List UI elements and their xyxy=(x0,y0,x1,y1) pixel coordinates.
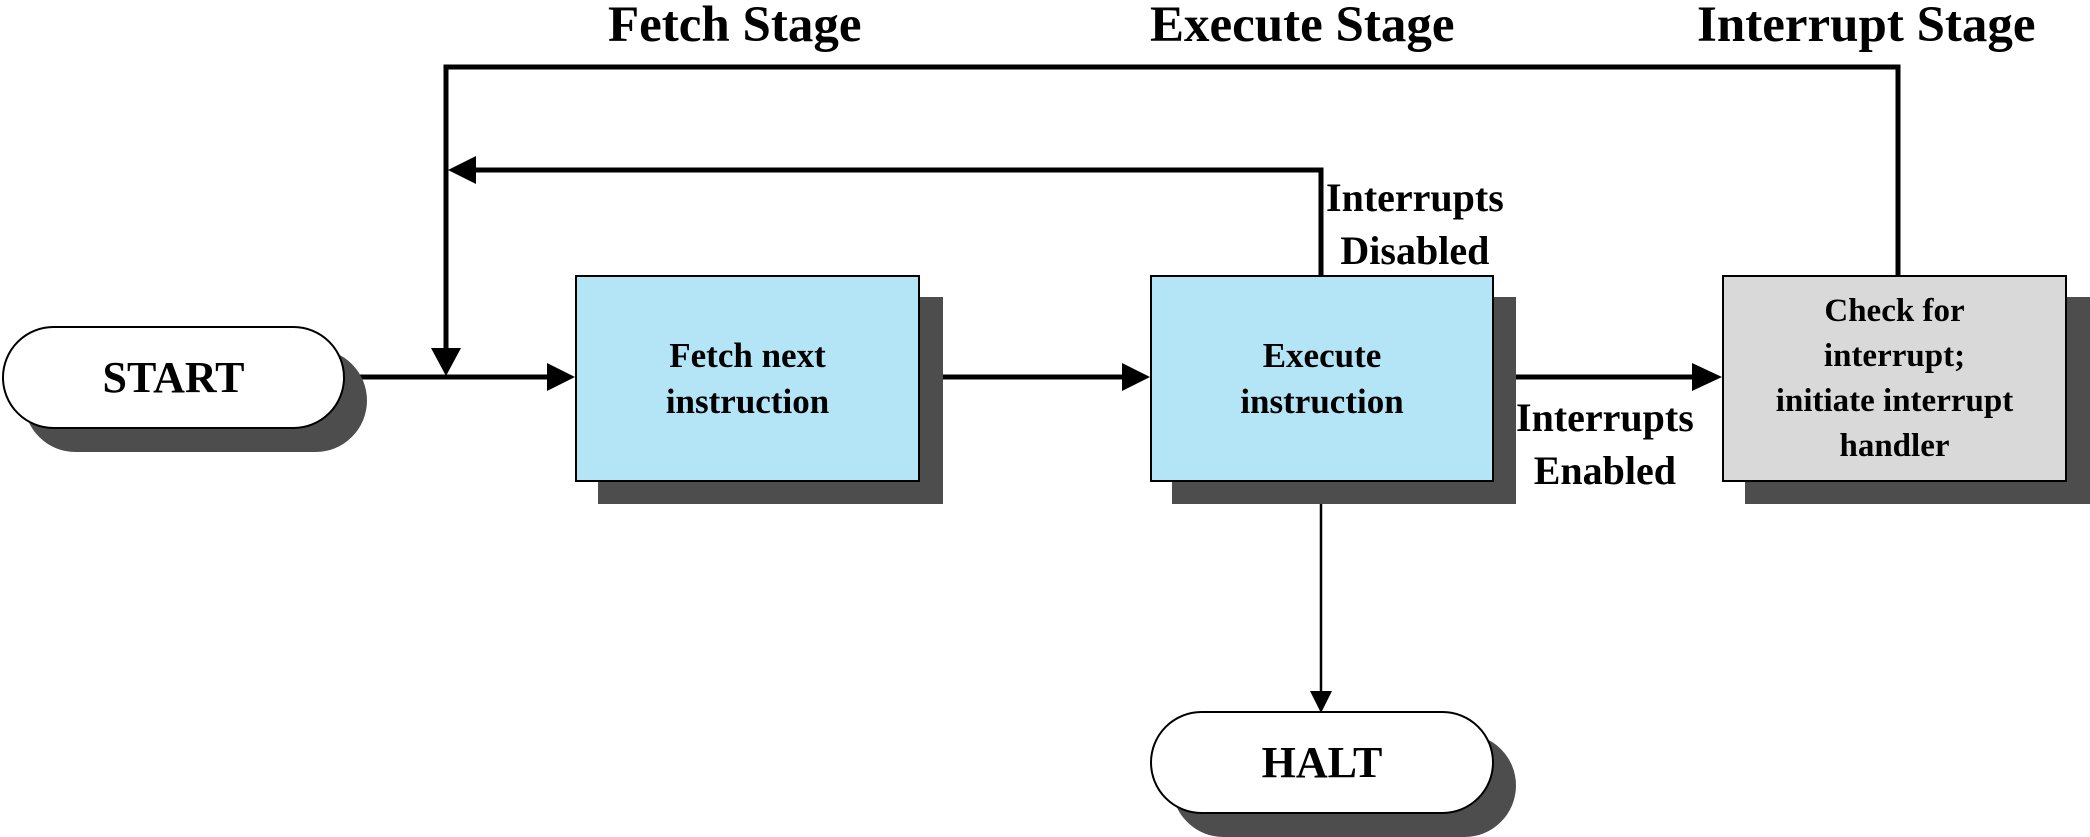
disabled-return-connector xyxy=(474,167,1324,275)
interrupts-disabled-label: Interrupts Disabled xyxy=(1326,175,1504,273)
arrowhead-disabled-return xyxy=(448,156,476,184)
interrupt-node: Check for interrupt; initiate interrupt … xyxy=(1722,275,2067,482)
arrowhead-merge xyxy=(431,348,461,376)
fetch-node: Fetch next instruction xyxy=(575,275,920,482)
interrupt-label: Check for interrupt; initiate interrupt … xyxy=(1775,292,2014,464)
execute-stage-title: Execute Stage xyxy=(1150,0,1455,53)
start-label: START xyxy=(102,353,245,402)
halt-node: HALT xyxy=(1150,711,1494,814)
execute-node: Execute instruction xyxy=(1150,275,1494,482)
interrupts-enabled-label: Interrupts Enabled xyxy=(1516,395,1694,493)
arrowhead-fetch xyxy=(547,363,575,391)
arrowhead-execute xyxy=(1122,363,1150,391)
halt-label: HALT xyxy=(1261,738,1383,787)
arrowhead-halt xyxy=(1310,691,1332,713)
execute-label: Execute instruction xyxy=(1240,335,1404,421)
interrupt-return-connector xyxy=(443,64,1901,352)
fetch-label: Fetch next instruction xyxy=(665,335,830,421)
start-node: START xyxy=(2,326,345,429)
fetch-stage-title: Fetch Stage xyxy=(608,0,862,53)
interrupt-stage-title: Interrupt Stage xyxy=(1697,0,2036,53)
arrowhead-interrupt xyxy=(1692,363,1722,391)
